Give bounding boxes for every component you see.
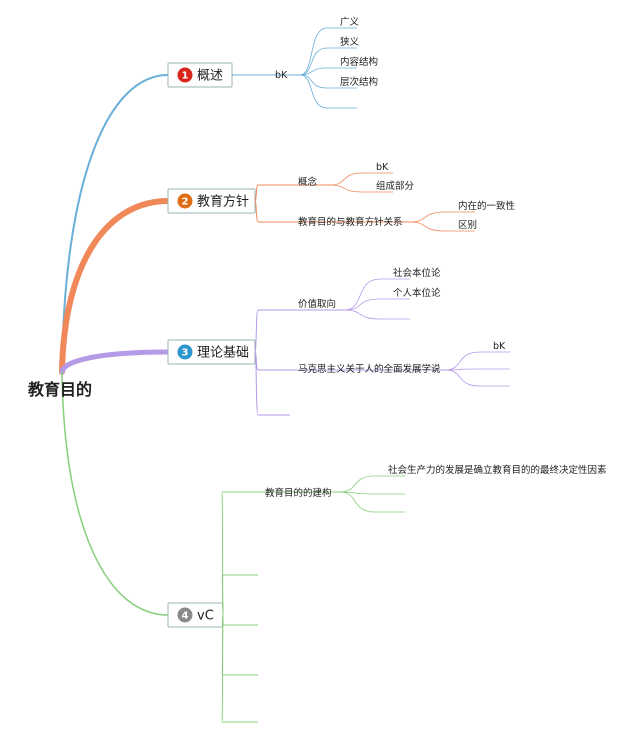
leaf-label-2-2-2: 区别 xyxy=(458,220,477,231)
branch-line-4 xyxy=(61,371,169,616)
sub-label-2-1: 概念 xyxy=(298,176,318,188)
branch-label-1: 概述 xyxy=(197,69,223,84)
branch-label-2: 教育方针 xyxy=(197,194,249,210)
leaf-line-4-1-3 xyxy=(339,491,405,513)
branch-box-4 xyxy=(167,602,224,628)
sub-line-4-2 xyxy=(221,574,258,616)
leaf-line-3-2-2 xyxy=(444,368,510,371)
number-badge-text-1: 1 xyxy=(182,71,189,82)
sub-line-3-1 xyxy=(254,309,345,353)
leaf-line-4-1-1 xyxy=(339,475,405,493)
leaf-line-2-1-2 xyxy=(329,184,393,193)
sub-label-3-2: 马克思主义关于人的全面发展学说 xyxy=(298,363,441,375)
branch-label-3: 理论基础 xyxy=(197,346,249,361)
sub-line-4-3 xyxy=(221,614,258,626)
leaf-label-3-2-1: bK xyxy=(493,341,506,352)
leaf-label-1-1-2: 狭义 xyxy=(340,36,360,48)
leaf-label-1-1-3: 内容结构 xyxy=(340,56,378,68)
sub-label-4-1: 教育目的的建构 xyxy=(265,487,332,499)
branch-node-1[interactable]: 1 概述 xyxy=(167,62,233,88)
branch-label-4: vC xyxy=(197,609,214,624)
number-badge-3 xyxy=(177,344,193,360)
branch-node-2[interactable]: 2 教育方针 xyxy=(167,188,256,214)
leaf-line-1-1-5 xyxy=(299,74,357,109)
leaf-label-3-1-2: 个人本位论 xyxy=(393,287,441,299)
leaf-line-3-1-2 xyxy=(344,298,410,311)
sub-label-1-1: bK xyxy=(275,70,288,81)
leaf-line-3-2-1 xyxy=(444,351,510,371)
leaf-label-1-1-1: 广义 xyxy=(340,16,360,28)
sub-line-2-2 xyxy=(254,200,410,223)
leaf-line-2-1-1 xyxy=(329,172,393,186)
leaf-line-3-1-1 xyxy=(344,278,410,311)
sub-label-3-1: 价值取向 xyxy=(298,298,336,310)
leaf-line-2-2-2 xyxy=(409,221,475,232)
leaf-line-4-1-2 xyxy=(339,491,405,495)
branch-line-2 xyxy=(59,198,171,375)
sub-line-4-1 xyxy=(221,491,340,616)
number-badge-4 xyxy=(177,607,193,623)
leaf-label-3-1-1: 社会本位论 xyxy=(393,267,441,279)
leaf-label-2-1-1: bK xyxy=(376,162,389,173)
root-topic: 教育目的 xyxy=(28,380,92,399)
branch-line-1 xyxy=(61,74,169,373)
number-badge-2 xyxy=(177,193,193,209)
sub-label-2-2: 教育目的与教育方针关系 xyxy=(298,216,403,228)
sub-line-4-4 xyxy=(221,614,258,676)
leaf-label-2-2-1: 内在的一致性 xyxy=(458,200,516,212)
sub-line-3-3 xyxy=(254,351,290,416)
leaf-line-1-1-2 xyxy=(299,47,357,76)
sub-line-2-1 xyxy=(254,184,330,202)
sub-line-4-5 xyxy=(221,614,258,723)
leaf-label-4-1-1: 社会生产力的发展是确立教育目的的最终决定性因素 xyxy=(388,464,607,476)
number-badge-text-4: 4 xyxy=(182,611,189,622)
leaf-line-1-1-4 xyxy=(299,74,357,89)
branch-node-4[interactable]: 4 vC xyxy=(167,602,224,628)
leaf-line-2-2-1 xyxy=(409,211,475,223)
leaf-line-3-1-3 xyxy=(344,309,410,320)
leaf-label-1-1-4: 层次结构 xyxy=(340,76,378,88)
number-badge-text-3: 3 xyxy=(182,348,189,359)
leaf-label-2-1-2: 组成部分 xyxy=(376,180,415,192)
number-badge-1 xyxy=(177,67,193,83)
number-badge-text-2: 2 xyxy=(182,197,189,208)
leaf-line-1-1-1 xyxy=(299,27,357,76)
branch-line-3 xyxy=(59,349,171,375)
leaf-line-1-1-3 xyxy=(299,67,357,76)
branch-node-3[interactable]: 3 理论基础 xyxy=(167,339,256,365)
leaf-line-3-2-3 xyxy=(444,369,510,387)
